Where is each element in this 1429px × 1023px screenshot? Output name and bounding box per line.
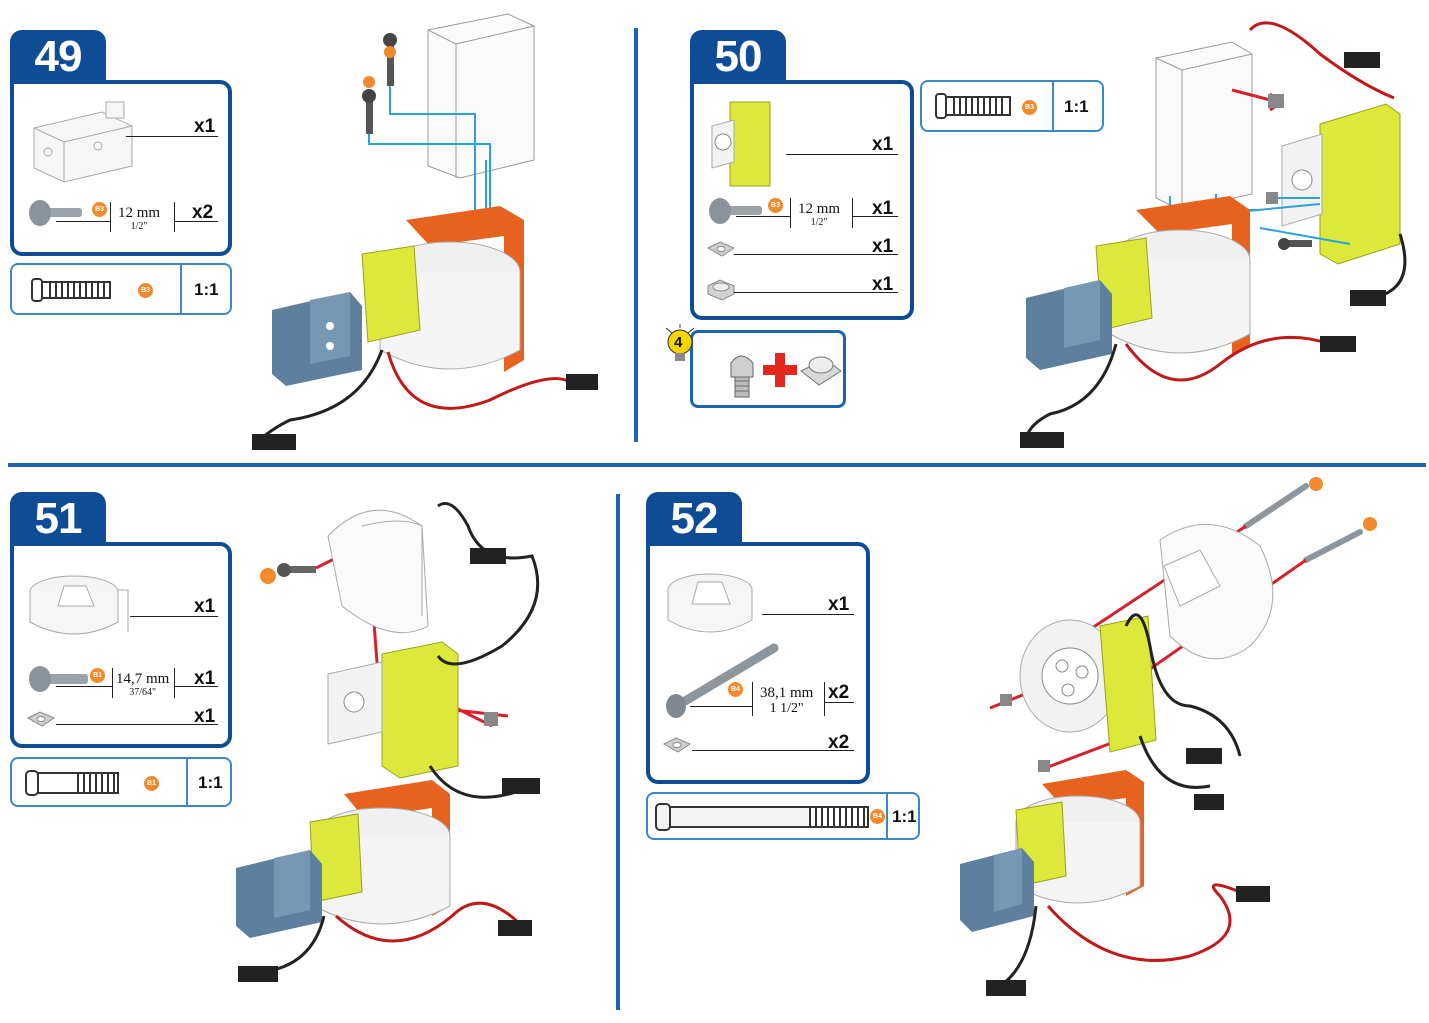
part-length: 14,7 mm 37/64"	[116, 671, 170, 699]
part-code-badge: B3	[92, 202, 107, 217]
part-length: 12 mm 1/2"	[798, 201, 841, 229]
part-qty: x1	[828, 594, 850, 615]
part-qty: x1	[872, 134, 894, 155]
parts-list: x1 B1 14,7 mm 37/64" x1 x1	[10, 542, 232, 748]
tip-illustration	[730, 353, 842, 398]
long-bolt-icon	[655, 803, 869, 831]
scale-reference: B4 1:1	[646, 792, 920, 840]
bracket-icon	[33, 101, 133, 183]
part-length: 38,1 mm 1 1/2"	[760, 685, 814, 717]
part-qty: x1	[194, 116, 216, 137]
scale-ratio: 1:1	[198, 773, 223, 792]
part-qty: x1	[194, 668, 216, 689]
square-nut-icon	[662, 737, 692, 753]
vertical-divider-top	[634, 28, 638, 442]
part-code-badge: B3	[1022, 100, 1037, 115]
screw-icon	[709, 198, 762, 224]
assembly-illustration	[960, 477, 1377, 996]
screw-icon	[31, 278, 111, 302]
square-nut-icon	[706, 241, 736, 257]
parts-list: x1 B4 38,1 mm 1 1/2" x2 x2	[646, 542, 870, 784]
part-code-badge: B3	[768, 198, 783, 213]
part-qty: x1	[872, 236, 894, 257]
lightbulb-icon	[665, 324, 695, 361]
part-code-badge: B1	[90, 668, 105, 683]
part-qty: x1	[872, 198, 894, 219]
step-number: 51	[10, 492, 106, 548]
assembly-illustration	[1020, 21, 1407, 448]
screw-icon	[935, 93, 1011, 119]
square-nut-icon	[26, 711, 56, 727]
vertical-divider-bottom	[616, 494, 620, 1010]
screw-icon	[29, 200, 82, 226]
part-code-badge: B4	[728, 682, 743, 697]
parts-list: x1 B3 12 mm 1/2" x2	[10, 80, 232, 256]
servo-icon	[711, 101, 771, 187]
screw-icon	[25, 770, 119, 796]
screw-icon	[29, 666, 88, 692]
part-qty: x1	[872, 274, 894, 295]
part-code-badge: B3	[138, 283, 153, 298]
scale-ratio: 1:1	[1064, 97, 1089, 116]
lock-nut-icon	[707, 279, 735, 301]
scale-reference: B3 1:1	[10, 263, 232, 315]
step-number: 49	[10, 30, 106, 86]
long-bolt-icon	[666, 643, 779, 718]
scale-ratio: 1:1	[194, 280, 219, 299]
scale-reference: B1 1:1	[10, 757, 232, 807]
part-qty: x2	[828, 732, 850, 753]
assembly-illustration	[252, 13, 598, 450]
servo-horn-cap-icon	[667, 573, 753, 633]
step-number: 50	[690, 30, 786, 86]
part-qty: x2	[828, 682, 850, 703]
part-qty: x1	[194, 596, 216, 617]
part-qty: x1	[194, 706, 216, 727]
servo-horn-cap-icon	[29, 575, 129, 635]
part-qty: x2	[192, 202, 214, 223]
step-number: 52	[646, 492, 742, 548]
tip-panel	[690, 330, 846, 408]
part-length: 12 mm 1/2"	[118, 205, 161, 233]
tip-number: 4	[674, 334, 683, 351]
scale-ratio: 1:1	[892, 807, 917, 826]
scale-reference: B3 1:1	[920, 80, 1104, 132]
horizontal-divider	[8, 463, 1426, 467]
assembly-illustration	[236, 502, 540, 982]
part-code-badge: B1	[144, 776, 159, 791]
parts-list: x1 B3 12 mm 1/2" x1 x1 x1	[690, 80, 914, 320]
part-code-badge: B4	[870, 809, 885, 824]
